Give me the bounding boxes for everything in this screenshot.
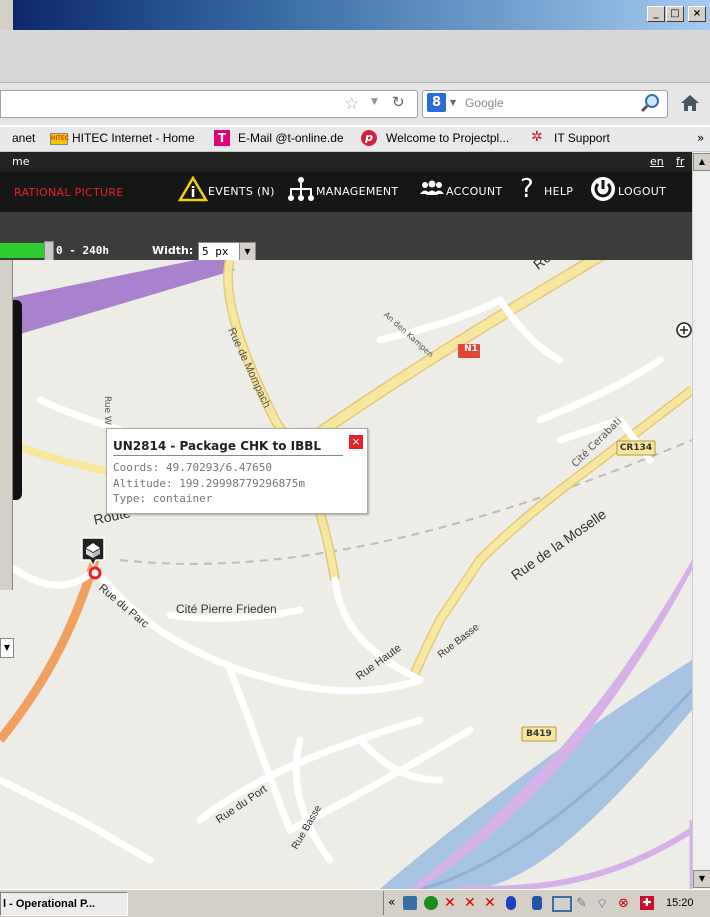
bookmarks-bar [0,127,710,152]
tray-expand-button[interactable]: « [388,895,396,909]
popup-type: Type: container [113,492,213,505]
search-magnifier-icon[interactable] [640,92,662,114]
road-shield-cr134: CR134 [619,443,653,453]
page-scrollbar[interactable] [692,152,710,889]
home-crumb[interactable]: me [12,155,30,168]
usb-device-icon[interactable] [532,896,542,910]
security-alert-icon[interactable]: ⊗ [618,896,629,911]
projectplace-favicon-icon: p [361,130,377,146]
pen-icon[interactable]: ✎ [576,896,587,911]
bookmark-star-icon[interactable]: ☆ [344,94,360,114]
taskbar-window-button[interactable]: l - Operational P... [0,892,128,916]
window-frame-left [0,0,13,30]
time-range-label: 0 - 240h [56,244,109,257]
search-engine-dropdown-icon[interactable]: ▼ [450,98,457,107]
section-title: RATIONAL PICTURE [14,186,124,199]
logout-menu[interactable]: LOGOUT [618,185,667,198]
width-label: Width: [152,244,194,257]
app-top-bar [0,152,692,172]
road-shield-n1: N1 [464,344,478,354]
close-icon[interactable]: × [349,435,363,449]
help-icon[interactable]: ? [520,174,534,204]
power-icon[interactable] [589,175,617,203]
bookmark-item[interactable]: anet [12,131,36,145]
scroll-up-button[interactable]: ▲ [693,153,710,171]
road-label: Rue W [102,396,112,425]
url-input[interactable] [0,90,418,118]
svg-text:i: i [191,185,196,201]
home-icon[interactable] [680,94,700,112]
time-range-slider-handle[interactable] [44,241,54,262]
events-menu[interactable]: EVENTS (N) [208,185,275,198]
map-toolbar [0,212,692,260]
minimize-button[interactable]: _ [647,6,665,22]
close-button[interactable]: × [688,6,706,22]
popup-divider [113,455,343,456]
network-disconnected-icon[interactable]: ✕ [444,895,456,911]
speaker-icon[interactable] [403,896,417,910]
firewall-icon[interactable]: ✚ [640,896,654,910]
language-en-link[interactable]: en [650,155,664,168]
telekom-favicon-icon: T [214,130,230,146]
reload-icon[interactable]: ↻ [392,93,405,111]
account-menu[interactable]: ACCOUNT [446,185,503,198]
popup-coords: Coords: 49.70293/6.47650 [113,461,272,474]
chevron-down-icon[interactable]: ▼ [239,243,255,261]
road-label: Cité Pierre Frieden [176,602,277,616]
search-input[interactable]: Google [465,96,504,110]
map-marker[interactable] [81,537,105,580]
window-title-bar[interactable] [0,0,710,30]
map-view[interactable]: Route de Wa N1 An den Kampen Rue de Momp… [0,260,692,889]
hierarchy-icon[interactable] [287,176,315,202]
bookmark-item[interactable]: HITEC Internet - Home [72,131,195,145]
network-disconnected-icon[interactable]: ✕ [484,895,496,911]
scroll-down-button[interactable]: ▼ [693,870,710,888]
users-icon[interactable] [418,180,446,198]
browser-menu-area [0,30,710,83]
maximize-button[interactable]: □ [666,6,684,22]
search-box[interactable] [422,90,668,118]
bookmark-item[interactable]: E-Mail @t-online.de [238,131,344,145]
road-shield-b419: B419 [526,729,552,739]
width-select-value: 5 px [202,245,229,258]
antivirus-icon[interactable] [424,896,438,910]
wifi-icon[interactable]: ⌔ [596,897,609,912]
google-search-engine-icon[interactable]: 8 [427,93,446,112]
map-canvas[interactable] [0,260,692,889]
popup-title: UN2814 - Package CHK to IBBL [113,439,322,453]
management-menu[interactable]: MANAGEMENT [316,185,399,198]
info-popup: UN2814 - Package CHK to IBBL × Coords: 4… [106,428,368,514]
help-menu[interactable]: HELP [544,185,574,198]
url-dropdown-icon[interactable]: ▼ [371,97,378,107]
background-window-edge [0,260,13,590]
app-menu-bar [0,172,692,212]
clock[interactable]: 15:20 [666,897,694,909]
it-support-favicon-icon: ✲ [531,129,543,145]
chevron-down-icon[interactable]: ▼ [0,638,14,658]
bluetooth-icon[interactable] [506,896,516,910]
language-fr-link[interactable]: fr [676,155,685,168]
popup-altitude: Altitude: 199.29998779296875m [113,477,306,490]
display-icon[interactable] [552,896,572,912]
width-select[interactable]: 5 px ▼ [198,242,256,262]
warning-icon[interactable]: i [178,176,208,202]
time-range-slider-fill[interactable] [0,243,44,258]
bookmark-item[interactable]: IT Support [554,131,610,145]
network-disconnected-icon[interactable]: ✕ [464,895,476,911]
hitec-favicon-icon: HITEC [50,133,69,145]
bookmark-item[interactable]: Welcome to Projectpl... [386,131,510,145]
bookmarks-overflow-button[interactable]: » [697,131,705,145]
